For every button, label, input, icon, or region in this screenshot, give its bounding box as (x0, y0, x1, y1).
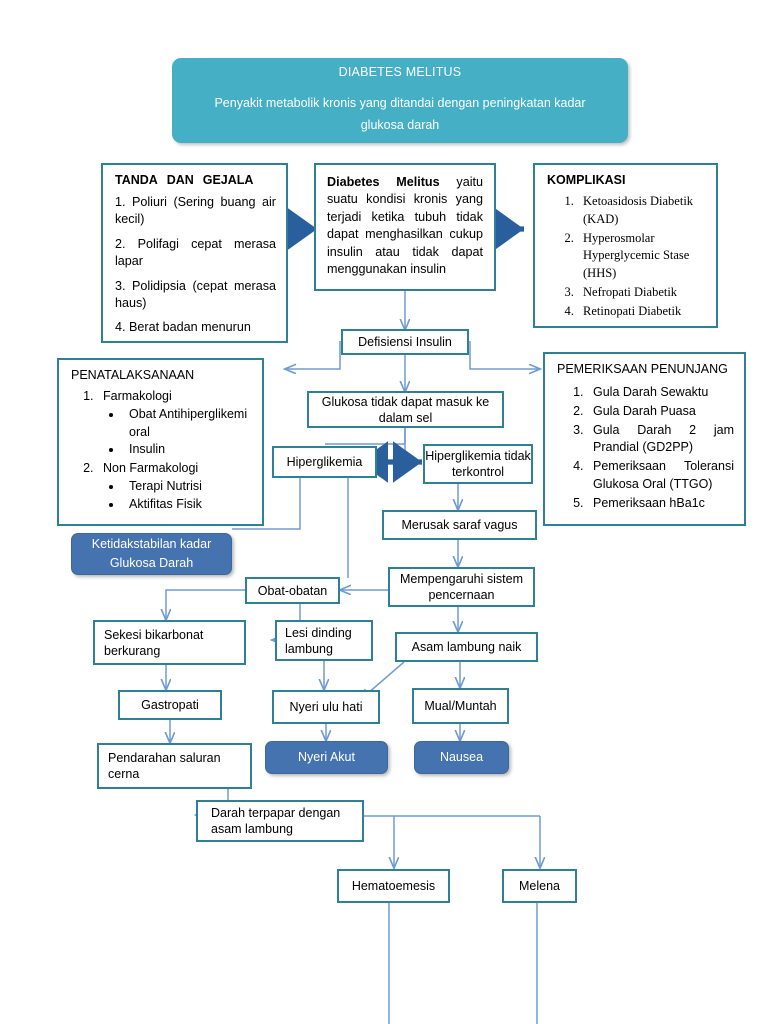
complication-item: Nefropati Diabetik (577, 284, 706, 302)
diagnosis-nausea: Nausea (414, 741, 509, 774)
management-sublist: Terapi Nutrisi Aktifitas Fisik (103, 478, 252, 514)
sign-item: 1. Poliuri (Sering buang air kecil) (115, 195, 276, 227)
management-item: Farmakologi Obat Antihiperglikemi oral I… (97, 388, 252, 459)
node-hiperglikemia: Hiperglikemia (272, 446, 377, 478)
node-pendarahan-saluran-cerna: Pendarahan saluran cerna (97, 743, 252, 789)
complication-item: Ketoasidosis Diabetik (KAD) (577, 193, 706, 229)
complication-item: Retinopati Diabetik (577, 303, 706, 321)
investigations-panel: PEMERIKSAAN PENUNJANG Gula Darah Sewaktu… (543, 352, 746, 526)
node-defisiensi-insulin: Defisiensi Insulin (341, 329, 469, 355)
signs-and-symptoms-panel: TANDA DAN GEJALA 1. Poliuri (Sering buan… (101, 163, 288, 343)
management-subitem: Terapi Nutrisi (123, 478, 252, 496)
node-mual-muntah: Mual/Muntah (412, 688, 509, 724)
node-asam-lambung-naik: Asam lambung naik (395, 632, 538, 662)
definition-lead: Diabetes Melitus (327, 175, 440, 189)
investigation-item: Gula Darah 2 jam Prandial (GD2PP) (587, 422, 734, 458)
complications-panel: KOMPLIKASI Ketoasidosis Diabetik (KAD) H… (533, 163, 718, 328)
definition-box: Diabetes Melitus yaitu suatu kondisi kro… (314, 163, 496, 291)
sign-item: 3. Polidipsia (cepat merasa haus) (115, 278, 276, 310)
investigations-title: PEMERIKSAAN PENUNJANG (557, 362, 728, 376)
investigation-item: Pemeriksaan hBa1c (587, 495, 734, 513)
definition-body: yaitu suatu kondisi kronis yang terjadi … (327, 175, 483, 276)
management-subitem: Obat Antihiperglikemi oral (123, 406, 252, 442)
node-nyeri-ulu-hati: Nyeri ulu hati (272, 690, 380, 724)
signs-panel-title: TANDA DAN GEJALA (115, 173, 254, 187)
title-text: DIABETES MELITUS (338, 64, 462, 79)
complications-list: Ketoasidosis Diabetik (KAD) Hyperosmolar… (547, 193, 706, 320)
management-subitem: Aktifitas Fisik (123, 496, 252, 514)
management-item: Non Farmakologi Terapi Nutrisi Aktifitas… (97, 460, 252, 513)
node-darah-terpapar: Darah terpapar dengan asam lambung (196, 800, 364, 842)
diagnosis-ketidakstabilan-glukosa: Ketidakstabilan kadar Glukosa Darah (71, 533, 232, 575)
sign-item: 4. Berat badan menurun (115, 320, 251, 335)
management-sublist: Obat Antihiperglikemi oral Insulin (103, 406, 252, 459)
management-list: Farmakologi Obat Antihiperglikemi oral I… (71, 388, 252, 513)
sign-item: 2. Polifagi cepat merasa lapar (115, 236, 276, 269)
node-melena: Melena (502, 869, 577, 903)
node-glukosa-tidak-masuk: Glukosa tidak dapat masuk ke dalam sel (307, 391, 504, 428)
investigation-item: Gula Darah Puasa (587, 403, 734, 421)
diagnosis-label: Nyeri Akut (298, 750, 355, 765)
node-obat-obatan: Obat-obatan (245, 577, 340, 604)
complications-title: KOMPLIKASI (547, 173, 626, 187)
node-hematoemesis: Hematoemesis (337, 869, 450, 903)
diagnosis-label: Ketidakstabilan kadar Glukosa Darah (91, 537, 212, 570)
complication-item: Hyperosmolar Hyperglycemic Stase (HHS) (577, 230, 706, 283)
node-mempengaruhi-sistem-pencernaan: Mempengaruhi sistem pencernaan (388, 567, 535, 607)
node-gastropati: Gastropati (118, 690, 222, 720)
diagnosis-label: Nausea (439, 750, 484, 765)
definition-text: Diabetes Melitus yaitu suatu kondisi kro… (327, 174, 483, 278)
investigation-item: Gula Darah Sewaktu (587, 384, 734, 402)
investigation-item: Pemeriksaan Toleransi Glukosa Oral (TTGO… (587, 458, 734, 494)
diagnosis-nyeri-akut: Nyeri Akut (265, 741, 388, 774)
management-panel: PENATALAKSANAAN Farmakologi Obat Antihip… (57, 358, 264, 526)
management-title: PENATALAKSANAAN (71, 368, 195, 382)
title-banner: DIABETES MELITUS Penyakit metabolik kron… (172, 58, 628, 143)
node-sekresi-bikarbonat: Sekesi bikarbonat berkurang (93, 620, 246, 665)
node-hiperglikemia-tidak-terkontrol: Hiperglikemia tidak terkontrol (423, 444, 533, 484)
subtitle-text: Penyakit metabolik kronis yang ditandai … (214, 95, 586, 132)
investigations-list: Gula Darah Sewaktu Gula Darah Puasa Gula… (557, 384, 734, 512)
node-lesi-dinding-lambung: Lesi dinding lambung (275, 620, 373, 661)
management-subitem: Insulin (123, 441, 252, 459)
node-merusak-saraf-vagus: Merusak saraf vagus (382, 510, 537, 540)
